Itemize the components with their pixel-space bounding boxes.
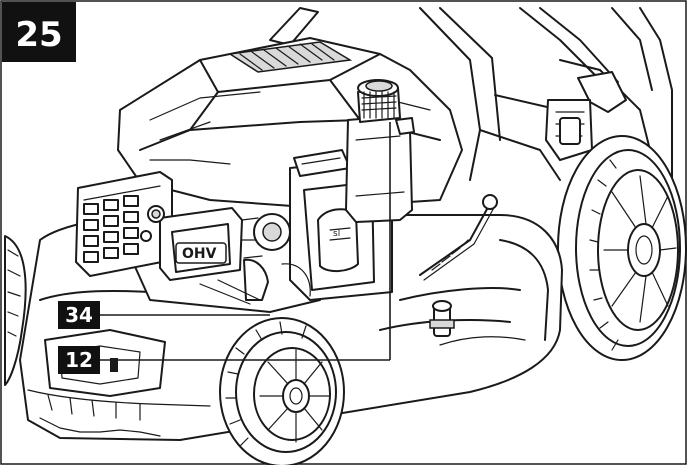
- callout-leaders: [100, 122, 391, 361]
- rear-wheel: [557, 135, 687, 361]
- drive-cable: [419, 194, 498, 281]
- engine-ohv-label: OHV: [182, 246, 217, 262]
- step-number-badge: 25: [2, 2, 76, 62]
- callout-34-label: 34: [65, 303, 93, 327]
- height-adjust-lever: [545, 71, 627, 161]
- mower-handle: [269, 7, 673, 251]
- step-number: 25: [15, 15, 62, 55]
- callout-34-badge: 34: [58, 301, 100, 329]
- deck-wash-fitting: [429, 300, 455, 337]
- callout-12-label: 12: [65, 348, 93, 372]
- svg-text:sl: sl: [333, 229, 340, 239]
- front-wheel: [219, 317, 345, 465]
- callout-12-badge: 12: [58, 346, 100, 374]
- engine: sl OHV: [75, 37, 463, 313]
